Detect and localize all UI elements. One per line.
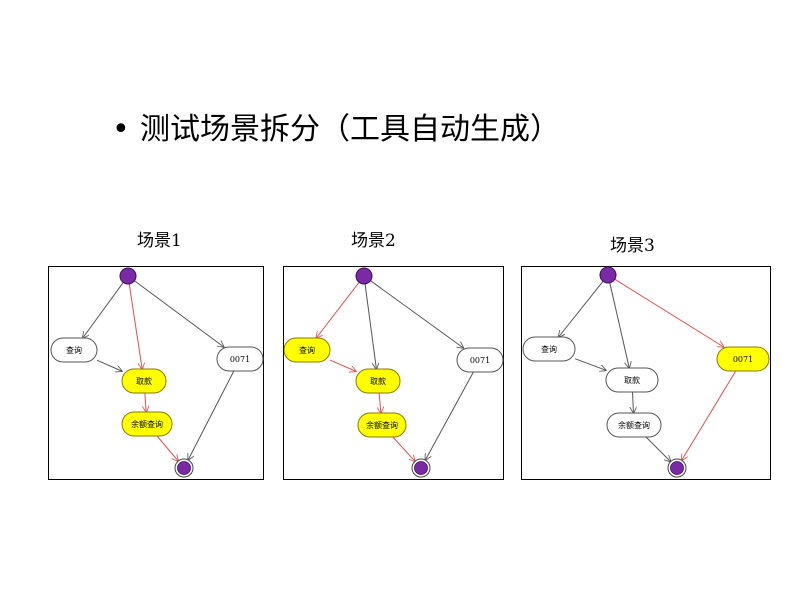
node-withdraw-label: 取款 [624,375,640,385]
node-query-label: 查询 [541,344,557,354]
node-balance [121,411,173,437]
start-node [355,267,373,285]
node-withdraw-label: 取款 [136,376,152,386]
node-query-label: 查询 [299,345,315,355]
edge-withdraw-balance-arrow [379,392,381,413]
edge-withdraw-balance-arrow [145,392,146,412]
node-balance-label: 余额查询 [618,420,650,430]
node-query-label: 查询 [66,345,82,355]
scenario-2-label: 场景2 [351,231,396,251]
node-n0071-label: 0071 [230,355,250,364]
edge-start-0071-arrow [134,280,223,347]
start-node [119,267,137,285]
node-withdraw [605,367,659,393]
scenario-3-label: 场景3 [610,236,655,256]
end-node [670,461,684,475]
title-bullet: • [112,112,130,147]
scenario-3-diagram: 查询取款余额查询 0071 [521,266,771,480]
node-n0071 [216,346,264,372]
edge-start-withdraw-arrow [364,283,376,369]
node-balance [357,412,407,438]
node-query [50,337,98,363]
node-withdraw [355,368,401,394]
node-n0071 [456,347,504,373]
edge-balance-end-arrow [645,436,671,462]
slide-title: 测试场景拆分（工具自动生成） [140,112,560,147]
edge-0071-end-arrow [188,370,235,460]
end-node [414,461,428,475]
edge-0071-end-arrow [425,371,474,460]
edge-start-query-arrow [83,282,124,338]
edge-balance-end-arrow [392,436,415,461]
scenario-1-label: 场景1 [137,231,182,251]
node-n0071 [716,346,770,372]
edge-start-withdraw-arrow [609,282,629,368]
node-withdraw [121,368,167,394]
node-balance-label: 余额查询 [131,419,163,429]
edge-query-withdraw-arrow [329,359,356,371]
edge-start-0071-arrow [370,280,463,348]
node-n0071-label: 0071 [470,356,490,365]
edge-start-withdraw-arrow [128,283,142,369]
node-balance-label: 余额查询 [366,420,398,430]
node-n0071-label: 0071 [733,355,753,364]
edge-balance-end-arrow [156,435,178,461]
scenario-2-diagram: 查询取款余额查询 0071 [283,266,504,480]
start-node [599,267,617,284]
edge-start-0071-arrow [614,278,724,347]
scenario-1-diagram: 查询取款余额查询 0071 [48,266,264,480]
edge-0071-end-arrow [682,370,737,460]
edge-start-query-arrow [316,282,360,338]
node-withdraw-label: 取款 [370,376,386,386]
edge-query-withdraw-arrow [574,358,606,371]
edge-withdraw-balance-arrow [633,391,634,413]
end-node [177,461,191,475]
edge-query-withdraw-arrow [96,359,122,371]
node-query [284,337,331,363]
edge-start-query-arrow [559,280,604,337]
node-balance [606,412,662,438]
node-query [522,336,576,362]
